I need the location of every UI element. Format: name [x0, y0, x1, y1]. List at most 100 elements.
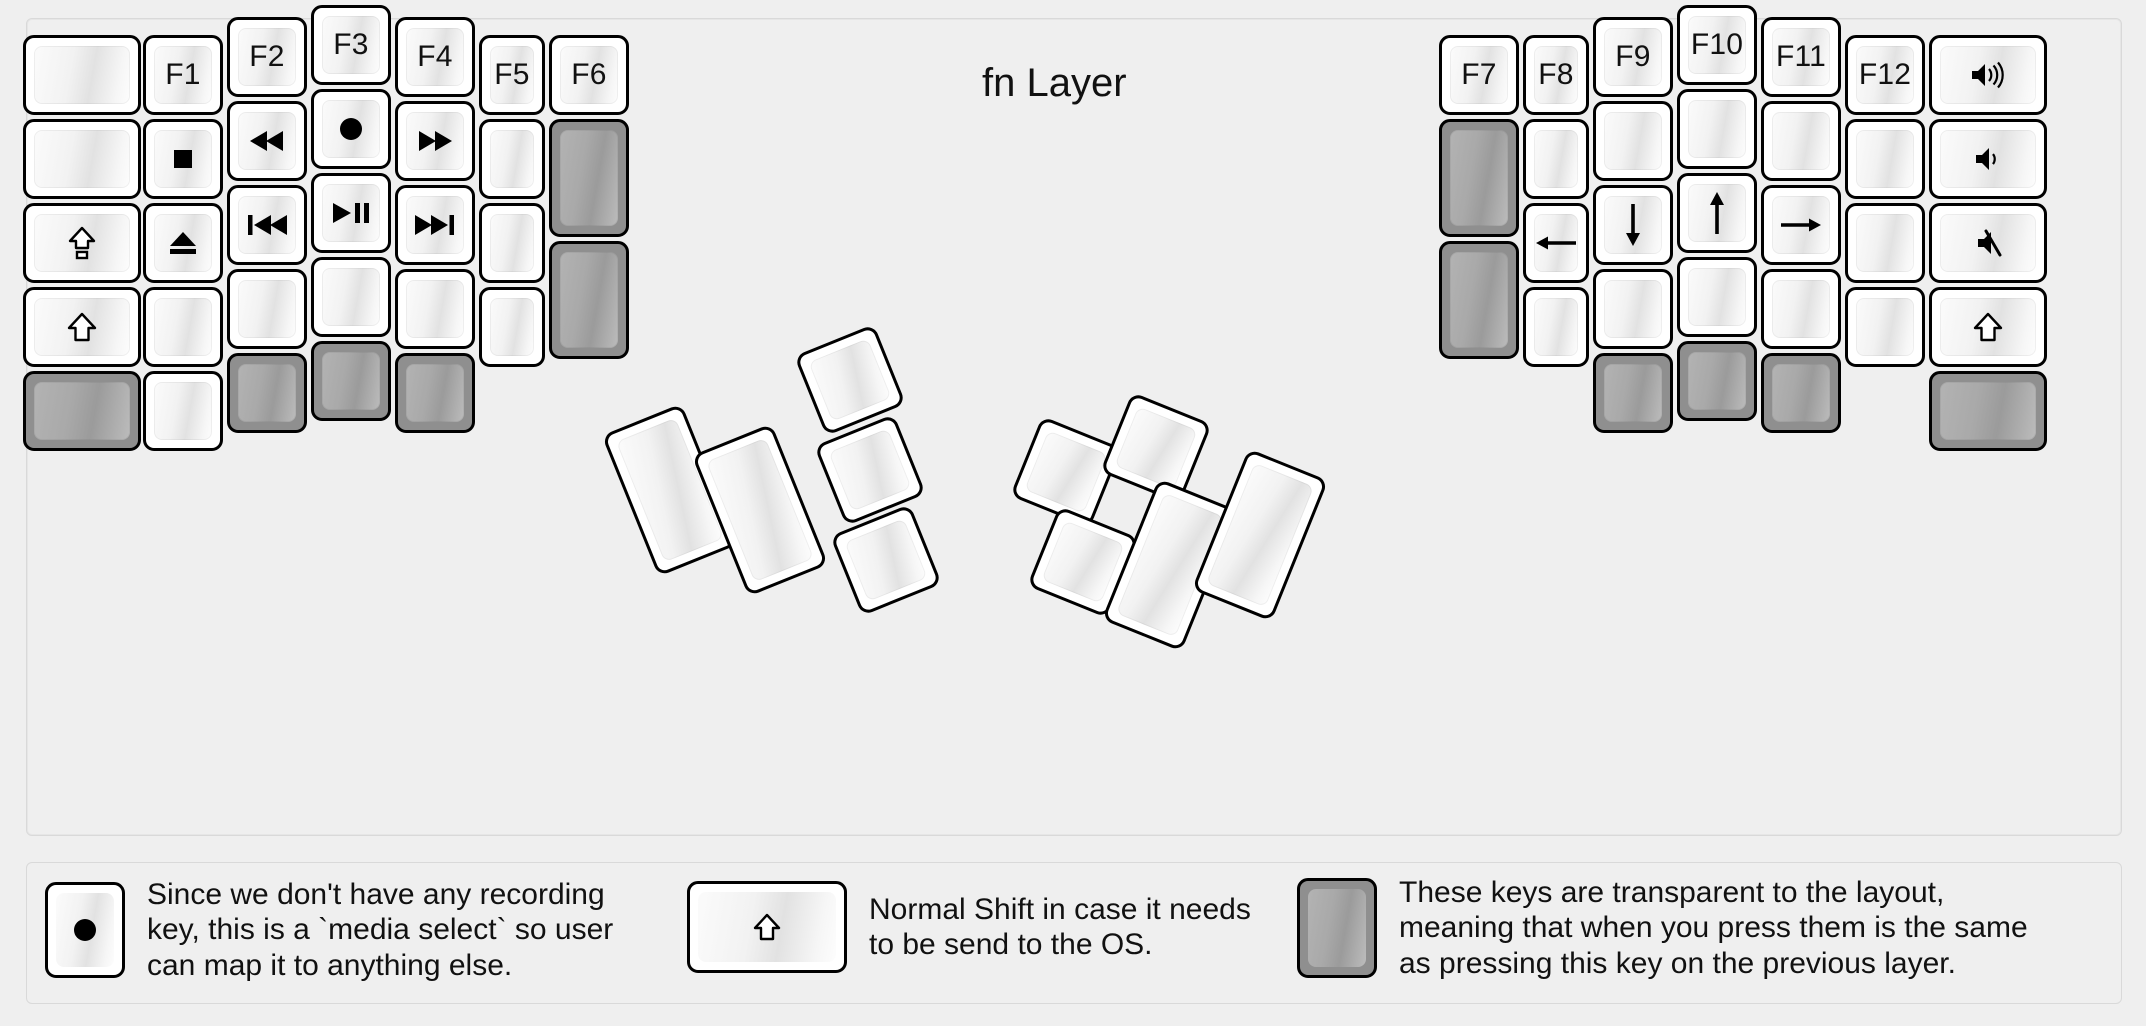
keycap-surface	[322, 352, 380, 410]
page-title: fn Layer	[982, 61, 1127, 105]
left-col-pinky-key-1[interactable]: F1	[143, 35, 223, 115]
right-col-index-key-5[interactable]	[1593, 353, 1673, 433]
keycap-surface	[406, 364, 464, 422]
right-col-ring-key-4[interactable]	[1761, 269, 1841, 349]
keycap-surface	[406, 112, 464, 170]
left-col-outer-left-key-5[interactable]	[23, 371, 141, 451]
left-col-pinky-key-3[interactable]	[143, 203, 223, 283]
keycap-surface	[490, 214, 534, 272]
keycap-surface	[1772, 196, 1830, 254]
legend-text: These keys are transparent to the layout…	[1399, 876, 2028, 980]
keycap-surface	[844, 518, 928, 602]
keycap-surface	[1114, 406, 1198, 490]
right-col-inner-1-key-1[interactable]: F8	[1523, 35, 1589, 115]
right-col-middle-key-3[interactable]	[1677, 173, 1757, 253]
left-col-inner-2-key-1[interactable]: F6	[549, 35, 629, 115]
right-col-middle-key-4[interactable]	[1677, 257, 1757, 337]
keycap-surface	[1450, 130, 1508, 226]
right-col-inner-2-key-2[interactable]	[1439, 119, 1519, 237]
left-col-ring-key-4[interactable]	[227, 269, 307, 349]
right-col-index-key-4[interactable]	[1593, 269, 1673, 349]
left-col-pinky-key-5[interactable]	[143, 371, 223, 451]
keycap-surface	[154, 46, 212, 104]
left-col-middle-key-3[interactable]	[311, 173, 391, 253]
keycap-surface	[34, 298, 130, 356]
keycap-surface	[1205, 462, 1315, 608]
right-col-middle-key-2[interactable]	[1677, 89, 1757, 169]
left-col-inner-2-key-2[interactable]	[549, 119, 629, 237]
keycap-surface	[1450, 46, 1508, 104]
right-col-ring-key-5[interactable]	[1761, 353, 1841, 433]
keycap-surface	[705, 437, 815, 583]
left-col-outer-left-key-2[interactable]	[23, 119, 141, 199]
left-col-outer-left-key-3[interactable]	[23, 203, 141, 283]
keycap-surface	[808, 338, 892, 422]
left-col-ring-key-3[interactable]	[227, 185, 307, 265]
right-col-pinky-key-3[interactable]	[1845, 203, 1925, 283]
left-col-middle-key-4[interactable]	[311, 257, 391, 337]
left-col-middle-key-5[interactable]	[311, 341, 391, 421]
left-col-index-key-3[interactable]	[395, 185, 475, 265]
left-col-index-key-2[interactable]	[395, 101, 475, 181]
right-col-pinky-key-4[interactable]	[1845, 287, 1925, 367]
left-col-ring-key-5[interactable]	[227, 353, 307, 433]
right-col-index-key-1[interactable]: F9	[1593, 17, 1673, 97]
left-col-ring-key-2[interactable]	[227, 101, 307, 181]
left-col-inner-1-key-4[interactable]	[479, 287, 545, 367]
left-col-inner-1-key-3[interactable]	[479, 203, 545, 283]
right-col-ring-key-3[interactable]	[1761, 185, 1841, 265]
keycap-surface	[1772, 28, 1830, 86]
left-col-index-key-1[interactable]: F4	[395, 17, 475, 97]
keycap-surface	[238, 28, 296, 86]
right-col-outer-right-key-4[interactable]	[1929, 287, 2047, 367]
keycap-surface	[406, 196, 464, 254]
left-col-middle-key-1[interactable]: F3	[311, 5, 391, 85]
keycap-surface	[1534, 46, 1578, 104]
right-col-middle-key-5[interactable]	[1677, 341, 1757, 421]
left-col-middle-key-2[interactable]	[311, 89, 391, 169]
left-col-outer-left-key-4[interactable]	[23, 287, 141, 367]
right-col-middle-key-1[interactable]: F10	[1677, 5, 1757, 85]
left-col-outer-left-key-1[interactable]	[23, 35, 141, 115]
legend-item-record: Since we don't have any recording key, t…	[45, 877, 613, 983]
right-col-index-key-3[interactable]	[1593, 185, 1673, 265]
keycap-surface	[238, 280, 296, 338]
left-col-inner-1-key-2[interactable]	[479, 119, 545, 199]
right-col-pinky-key-2[interactable]	[1845, 119, 1925, 199]
left-col-index-key-4[interactable]	[395, 269, 475, 349]
right-col-outer-right-key-2[interactable]	[1929, 119, 2047, 199]
left-col-ring-key-1[interactable]: F2	[227, 17, 307, 97]
keycap-surface	[1772, 280, 1830, 338]
right-col-pinky-key-1[interactable]: F12	[1845, 35, 1925, 115]
legend-item-transparent: These keys are transparent to the layout…	[1297, 875, 2028, 981]
keycap-surface	[154, 298, 212, 356]
right-col-ring-key-1[interactable]: F11	[1761, 17, 1841, 97]
right-col-outer-right-key-3[interactable]	[1929, 203, 2047, 283]
left-col-inner-1-key-1[interactable]: F5	[479, 35, 545, 115]
right-col-ring-key-2[interactable]	[1761, 101, 1841, 181]
keycap-surface	[1688, 268, 1746, 326]
right-col-inner-1-key-4[interactable]	[1523, 287, 1589, 367]
right-col-inner-2-key-1[interactable]: F7	[1439, 35, 1519, 115]
right-col-inner-1-key-2[interactable]	[1523, 119, 1589, 199]
keycap-surface	[1856, 46, 1914, 104]
left-col-pinky-key-2[interactable]	[143, 119, 223, 199]
keycap-surface	[490, 298, 534, 356]
left-col-pinky-key-4[interactable]	[143, 287, 223, 367]
keycap-surface	[322, 268, 380, 326]
keycap-surface	[1940, 382, 2036, 440]
keycap-surface	[560, 252, 618, 348]
right-col-outer-right-key-1[interactable]	[1929, 35, 2047, 115]
keycap-surface	[1534, 130, 1578, 188]
right-col-inner-1-key-3[interactable]	[1523, 203, 1589, 283]
right-col-inner-2-key-3[interactable]	[1439, 241, 1519, 359]
keycap-surface	[322, 16, 380, 74]
left-col-inner-2-key-3[interactable]	[549, 241, 629, 359]
right-col-index-key-2[interactable]	[1593, 101, 1673, 181]
keycap-surface	[1940, 46, 2036, 104]
keycap-surface	[406, 28, 464, 86]
right-col-outer-right-key-5[interactable]	[1929, 371, 2047, 451]
left-col-index-key-5[interactable]	[395, 353, 475, 433]
keycap-surface	[1688, 184, 1746, 242]
